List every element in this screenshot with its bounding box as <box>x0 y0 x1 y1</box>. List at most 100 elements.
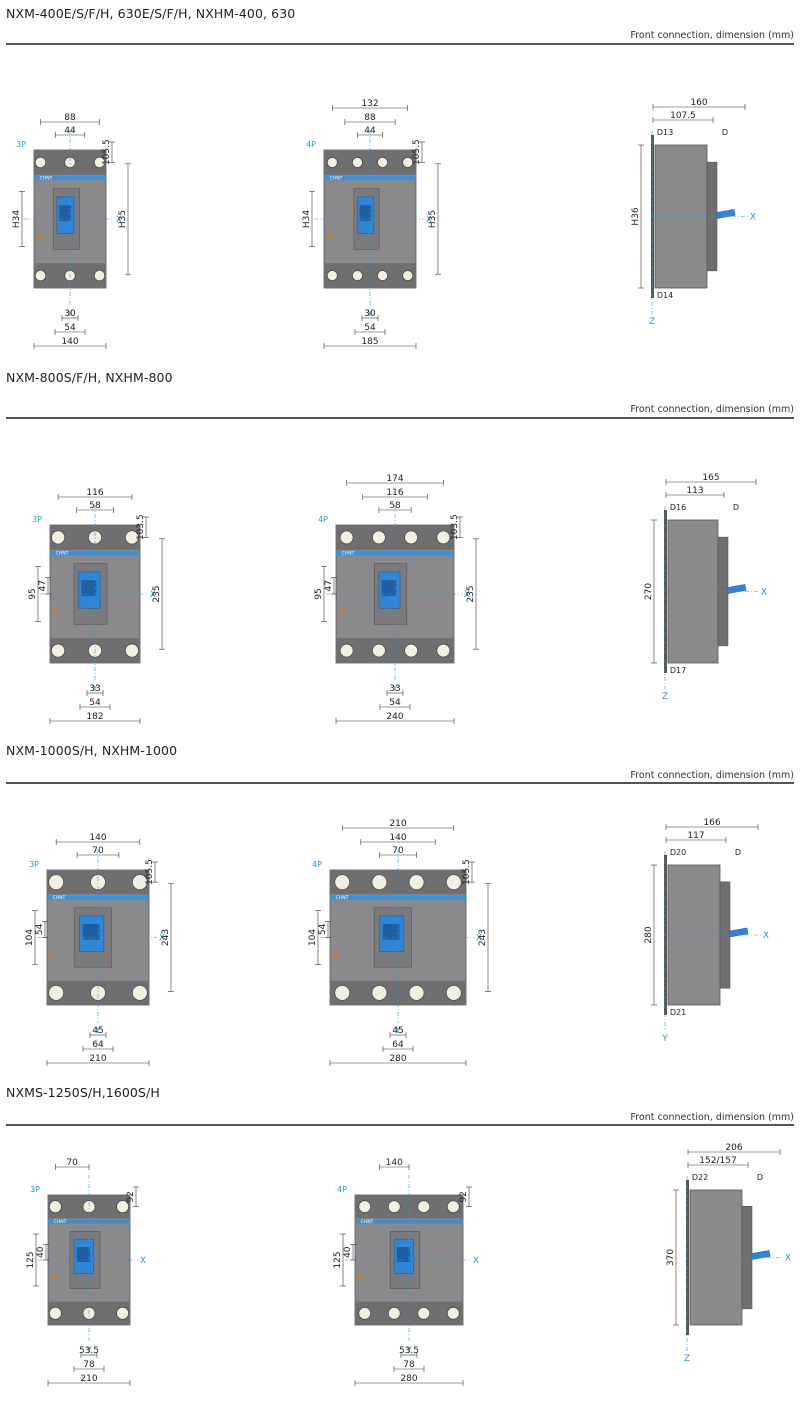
rating-label <box>53 610 57 615</box>
dimension-value: 152/157 <box>699 1156 736 1166</box>
dimension-value: 70 <box>392 846 404 856</box>
terminal-screw <box>131 874 148 890</box>
x-axis-label: X <box>464 590 470 600</box>
dimension-value: 44 <box>364 126 376 136</box>
dimension-vertical: 92 <box>459 1186 472 1207</box>
dimension-horizontal: 54 <box>379 698 411 710</box>
dimension-vertical: 105.5 <box>462 859 475 885</box>
dimension-value: 140 <box>61 337 78 347</box>
y-axis-label: Y <box>91 684 98 694</box>
pole-label: 4P <box>337 1185 347 1194</box>
dimension-horizontal: 78 <box>73 1360 105 1372</box>
section-2-rule <box>6 417 794 419</box>
dimension-horizontal: 210 <box>46 1054 150 1066</box>
terminal-screw <box>49 1200 62 1214</box>
terminal-screw <box>124 530 139 545</box>
dimension-value: 54 <box>389 698 401 708</box>
pole-label: 4P <box>318 515 328 524</box>
dimension-horizontal: 33 <box>86 684 104 696</box>
dimension-vertical: 47 <box>324 577 337 595</box>
dimension-value: 47 <box>38 580 48 591</box>
brand-logo: CHNT <box>53 895 66 901</box>
dimension-horizontal: 45 <box>389 1026 407 1038</box>
terminal-screw <box>339 643 354 658</box>
rating-label <box>333 953 337 958</box>
axis-lines: XY <box>24 130 122 319</box>
dimension-vertical: 54 <box>35 920 48 938</box>
axis-lines: XY <box>40 505 156 694</box>
terminal-screw <box>372 643 386 658</box>
dimension-vertical: 47 <box>38 577 51 595</box>
section-1-rule <box>6 43 794 45</box>
dimension-value: 88 <box>364 113 376 123</box>
brand-logo: CHNT <box>361 1219 374 1225</box>
x-axis-label: X <box>763 931 769 941</box>
dimension-horizontal: 70 <box>76 846 120 858</box>
dimension-vertical: 243 <box>161 883 174 992</box>
dimension-value: 116 <box>386 488 403 498</box>
dimension-vertical: 40 <box>36 1244 49 1261</box>
dimension-value: 243 <box>161 929 171 946</box>
terminal-screw <box>436 643 451 658</box>
dimension-value: 64 <box>92 1040 104 1050</box>
dimension-horizontal: 206 <box>687 1143 781 1155</box>
dimension-value: 105.5 <box>462 859 472 885</box>
depth-label: D <box>733 503 739 512</box>
dimension-vertical: 105.5 <box>145 859 158 885</box>
side-handle <box>727 584 747 594</box>
brand-logo: CHNT <box>330 176 343 182</box>
dimension-value: 54 <box>35 923 45 935</box>
dimension-value: 125 <box>333 1251 343 1268</box>
dimension-value: 88 <box>64 113 76 123</box>
dimension-horizontal: 53.5 <box>399 1346 419 1358</box>
terminal-screw <box>49 1306 62 1320</box>
dimension-horizontal: 58 <box>378 501 412 513</box>
dimension-vertical: 95 <box>28 566 41 622</box>
y-axis-label: Y <box>391 684 398 694</box>
dimension-value: 70 <box>66 1158 78 1168</box>
brand-logo: CHNT <box>54 1219 67 1225</box>
dimension-value: 45 <box>392 1026 403 1036</box>
terminal-screw <box>326 270 338 281</box>
terminal-screw <box>445 985 462 1001</box>
dimension-vertical: 104 <box>25 910 38 965</box>
terminal-screw <box>417 1200 431 1213</box>
dimension-value: 240 <box>386 712 403 722</box>
dimension-horizontal: 88 <box>40 113 100 125</box>
terminal-screw <box>339 530 354 545</box>
dimension-value: 70 <box>92 846 104 856</box>
terminal-screw <box>51 530 66 545</box>
dimension-value: 92 <box>126 1191 136 1202</box>
section-3-subtitle: Front connection, dimension (mm) <box>630 770 794 781</box>
section-3-title: NXM-1000S/H, NXHM-1000 <box>6 743 178 758</box>
dimension-value: 107.5 <box>670 111 696 121</box>
dimension-value: H36 <box>631 207 641 225</box>
depth-label: D22 <box>692 1173 708 1182</box>
section-2-subtitle: Front connection, dimension (mm) <box>630 404 794 415</box>
dimension-vertical: 280 <box>644 864 657 1006</box>
x-axis-label: X <box>426 215 432 225</box>
dimension-vertical: 125 <box>333 1233 346 1287</box>
top-terminal-block <box>336 525 454 550</box>
terminal-screw <box>358 1200 372 1213</box>
dimension-horizontal: 70 <box>379 846 417 858</box>
dimension-vertical: H36 <box>631 144 644 289</box>
dimension-value: 105.5 <box>102 139 112 165</box>
dimension-horizontal: 30 <box>361 309 379 321</box>
terminal-screw <box>387 1307 401 1320</box>
dimension-horizontal: 140 <box>33 337 107 349</box>
terminal-screw <box>358 1307 372 1320</box>
dimension-value: 103.5 <box>136 514 146 540</box>
dimension-value: 210 <box>389 819 406 829</box>
terminal-screw <box>417 1307 431 1320</box>
dimension-value: 95 <box>28 588 38 599</box>
dimension-value: 280 <box>400 1374 417 1384</box>
